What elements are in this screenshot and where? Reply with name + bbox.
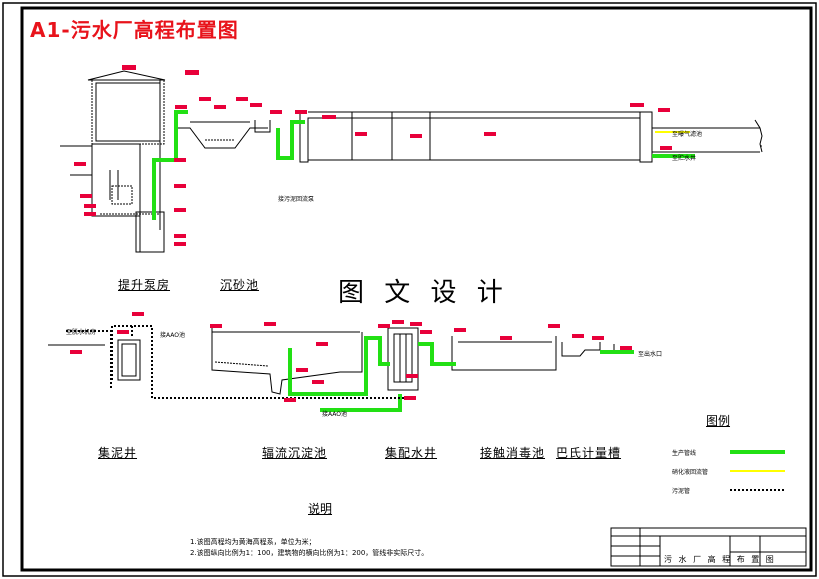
contact-tank (451, 336, 557, 371)
title-block (610, 527, 807, 567)
label-distribution-well: 集配水井 (385, 446, 438, 460)
bottom-level-tags (70, 312, 632, 402)
inner-frame (20, 6, 813, 572)
label-parshall-flume: 巴氏计量槽 (556, 446, 622, 460)
title-block-name: 污 水 厂 高 程 布 置 图 (664, 555, 776, 564)
label-to-tank: 至贮水井 (672, 155, 697, 162)
watermark: 图 文 设 计 (338, 278, 509, 308)
sludge-pipe (66, 325, 412, 399)
top-section (60, 70, 763, 253)
radial-clarifier (211, 328, 363, 395)
grit-chamber (175, 110, 271, 149)
label-pump-house: 提升泵房 (118, 278, 171, 292)
bottom-section (48, 325, 634, 412)
distribution-well (387, 327, 419, 391)
pump-house (70, 70, 166, 253)
drawing-title: A1-污水厂高程布置图 (30, 18, 239, 42)
notes-heading: 说明 (308, 502, 333, 516)
label-contact-tank: 接触消毒池 (480, 446, 546, 460)
note-line-2: 2.该图纵向比例为1：100，建筑物的横向比例为1：200，管线非实际尺寸。 (190, 549, 429, 557)
legend-item-nitrate: 硝化液回流管 (672, 469, 709, 476)
legend-title: 图例 (706, 414, 731, 428)
label-to-aao-top: 接AAO池 (160, 332, 185, 339)
label-outlet: 至出水口 (638, 351, 663, 358)
label-radial-clarifier: 辐流沉淀池 (262, 446, 328, 460)
top-process-pipe (152, 110, 695, 220)
legend-item-sludge: 污泥管 (672, 488, 691, 495)
label-sludge-well: 集泥井 (98, 446, 138, 460)
label-to-aao-bottom: 接AAO池 (322, 411, 347, 418)
sludge-well (117, 339, 141, 381)
bottom-process-pipe (288, 336, 634, 412)
note-line-1: 1.该图高程均为黄海高程系，单位为米； (190, 538, 316, 546)
label-grit-chamber: 沉砂池 (220, 278, 260, 292)
label-to-dewater: 至脱水机房 (66, 329, 97, 336)
label-return-sludge: 接污泥回流泵 (278, 196, 315, 203)
legend (730, 450, 785, 491)
long-tank (299, 111, 763, 163)
label-to-biofilter: 至曝气滤池 (672, 131, 703, 138)
top-level-tags (74, 65, 672, 246)
legend-item-process: 生产管线 (672, 450, 697, 457)
notes: 1.该图高程均为黄海高程系，单位为米； 2.该图纵向比例为1：100，建筑物的横… (190, 537, 428, 559)
